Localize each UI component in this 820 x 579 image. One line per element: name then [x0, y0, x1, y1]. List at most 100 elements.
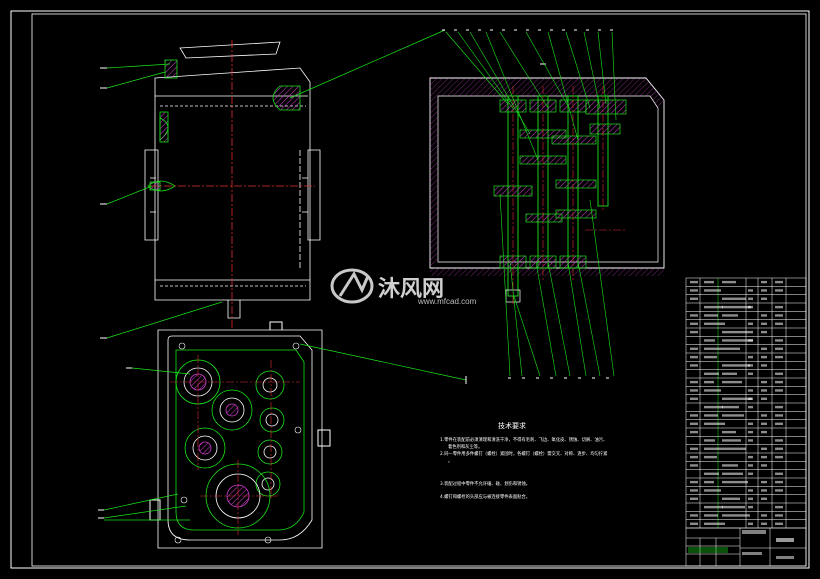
parts-list-cell-mark	[761, 522, 767, 525]
parts-list-cell-mark	[704, 522, 725, 525]
parts-list-cell-mark	[775, 472, 783, 475]
parts-list-cell-mark	[748, 355, 753, 359]
front-view-leader-ticks	[98, 367, 467, 519]
parts-list-cell-mark	[748, 505, 753, 509]
parts-list-cell-mark	[761, 497, 767, 500]
parts-list-cell-mark	[704, 414, 718, 417]
parts-list-cell-mark	[775, 347, 783, 350]
parts-list-cell-mark	[704, 355, 717, 359]
parts-list-cell-mark	[761, 389, 767, 392]
parts-list-cell-mark	[748, 464, 753, 467]
parts-list-cell-mark	[690, 380, 698, 384]
parts-list-cell-mark	[704, 380, 714, 384]
parts-list-cell-mark	[704, 447, 722, 450]
parts-list-cell-mark	[761, 280, 767, 284]
parts-list-cell-mark	[722, 414, 744, 417]
parts-list-cell-mark	[690, 422, 698, 425]
parts-list-cell-mark	[775, 505, 783, 509]
parts-list-cell-mark	[704, 422, 725, 425]
parts-list-cell-mark	[722, 397, 752, 400]
parts-list-cell-mark	[775, 514, 783, 517]
parts-list-cell-mark	[748, 422, 753, 425]
parts-list-cell-mark	[704, 455, 717, 459]
parts-list-cell-mark	[722, 364, 750, 367]
parts-list-cell-mark	[722, 472, 743, 475]
parts-list-cell-mark	[722, 305, 751, 309]
parts-list-cell-mark	[704, 405, 723, 409]
parts-list-cell-mark	[761, 422, 767, 425]
parts-list-cell-mark	[775, 522, 783, 525]
parts-list-cell-mark	[690, 522, 698, 525]
parts-list-cell-mark	[775, 489, 783, 492]
parts-list-cell-mark	[775, 414, 783, 417]
parts-list-cell-mark	[722, 280, 736, 284]
parts-list-cell-mark	[761, 297, 767, 300]
parts-list-cell-mark	[775, 322, 783, 325]
parts-list-cell-mark	[775, 289, 783, 292]
outer-frame	[10, 10, 810, 569]
parts-list-cell-mark	[704, 322, 725, 325]
parts-list-cell-mark	[748, 497, 753, 500]
parts-list-cell-mark	[704, 505, 723, 509]
parts-list-cell-mark	[704, 305, 723, 309]
parts-list-cell-mark	[748, 305, 753, 309]
parts-list-cell-mark	[748, 472, 753, 475]
parts-list-cell-mark	[704, 289, 721, 292]
parts-list-cell-mark	[748, 372, 753, 375]
parts-list-cell-mark	[722, 430, 736, 434]
parts-list-cell-mark	[704, 389, 721, 392]
parts-list-cell-mark	[761, 455, 767, 459]
section-view-leaders-bottom	[499, 193, 615, 377]
watermark-url: www.mfcad.com	[417, 297, 477, 306]
section-centerlines	[512, 86, 626, 306]
tech-note-4: 4.螺钉和螺栓的头部应与被连接零件表面贴合。	[440, 493, 530, 500]
parts-list-cell-mark	[690, 414, 698, 417]
gear-2	[211, 389, 253, 431]
parts-list-cell-mark	[722, 314, 738, 317]
parts-list-cell-mark	[761, 464, 767, 467]
parts-list-cell-mark	[775, 389, 783, 392]
parts-list-cell-mark	[722, 514, 750, 517]
parts-list-cell-mark	[775, 380, 783, 384]
gear-4	[184, 427, 226, 469]
tech-note-1: 1.零件在装配前必须清理和清洗干净，不得有毛刺、飞边、氧化皮、锈蚀、切屑、油污、…	[440, 436, 607, 450]
parts-list-cell-mark	[748, 330, 753, 334]
tech-note-2: 2.同一零件用多件螺钉（螺栓）紧固时，各螺钉（螺栓）需交叉、对称、逐步、均匀拧紧…	[440, 450, 608, 464]
parts-list-cell-mark	[690, 314, 698, 317]
shaft-gears	[493, 99, 627, 223]
section-view-leaders-top	[445, 31, 617, 161]
parts-list-cell-mark	[690, 464, 698, 467]
front-view-leaders	[103, 343, 467, 521]
parts-list-cell-mark	[704, 372, 719, 375]
gear-5	[255, 407, 285, 497]
title-block	[685, 527, 807, 567]
parts-list-cell-mark	[775, 422, 783, 425]
parts-list-cell-mark	[704, 514, 718, 517]
parts-list-cell-mark	[722, 497, 740, 500]
parts-list-cell-mark	[722, 372, 737, 375]
tech-requirements: 技术要求 1.零件在装配前必须清理和清洗干净，不得有毛刺、飞边、氧化皮、锈蚀、切…	[440, 421, 608, 500]
parts-list-cell-mark	[690, 289, 698, 292]
parts-list-cell-mark	[748, 297, 753, 300]
parts-list-cell-mark	[775, 439, 783, 442]
parts-list-cell-mark	[761, 289, 767, 292]
parts-list-cell-mark	[722, 339, 753, 342]
parts-list-cell-mark	[704, 347, 722, 350]
parts-list-cell-mark	[775, 372, 783, 375]
parts-list-cell-mark	[722, 297, 746, 300]
parts-list-cell-mark	[690, 280, 698, 284]
parts-list-cell-mark	[761, 380, 767, 384]
parts-list-cell-mark	[761, 414, 767, 417]
parts-list-cell-mark	[748, 489, 753, 492]
front-view-bolts	[174, 342, 302, 544]
parts-list-cell-mark	[690, 514, 698, 517]
parts-list-cell-mark	[761, 314, 767, 317]
parts-list-cell-mark	[722, 405, 739, 409]
parts-list-cell-mark	[722, 464, 738, 467]
parts-list-cell-mark	[690, 397, 698, 400]
parts-list-cell-mark	[761, 447, 767, 450]
parts-list-cell-mark	[704, 480, 714, 484]
parts-list-cell-mark	[748, 405, 753, 409]
parts-list-cell-mark	[690, 364, 698, 367]
